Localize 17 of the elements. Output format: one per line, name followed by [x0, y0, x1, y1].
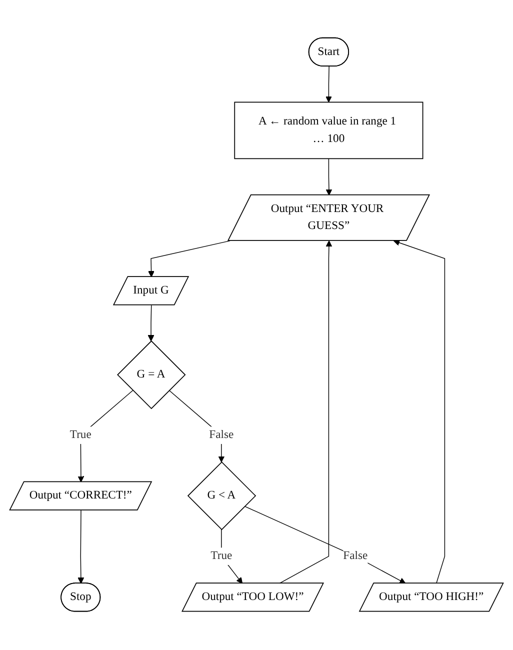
- node-diamond: G = A: [117, 340, 186, 410]
- arrow: [244, 506, 406, 584]
- arrow: [393, 240, 446, 584]
- arrow: [78, 390, 134, 483]
- arrow: [326, 66, 332, 103]
- arrow: [148, 240, 230, 278]
- arrow: [326, 158, 332, 196]
- arrow: [221, 530, 243, 584]
- node-diamond: G < A: [187, 462, 256, 531]
- arrow: [148, 305, 154, 342]
- edge-label: False: [343, 550, 368, 563]
- edge-label: True: [70, 429, 92, 442]
- edge-label: False: [209, 429, 234, 442]
- node-box: A ← random value in range 1 … 100: [234, 102, 424, 160]
- arrow: [278, 240, 332, 584]
- edge-label: True: [210, 550, 232, 563]
- arrow: [78, 510, 84, 584]
